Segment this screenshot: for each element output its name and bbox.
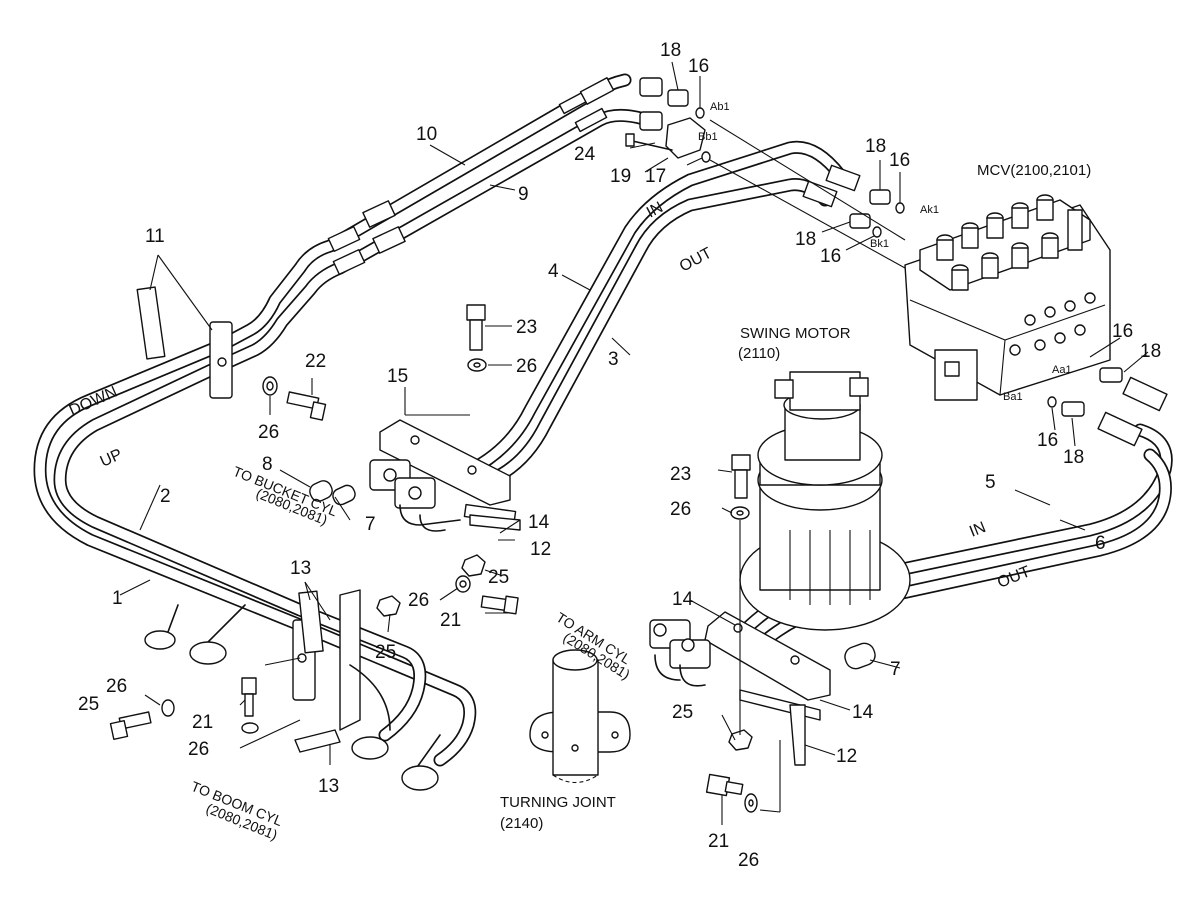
callout-26: 26 [408,590,429,611]
callout-18: 18 [1140,341,1161,362]
callout-26: 26 [258,422,279,443]
callout-25: 25 [488,567,509,588]
callout-5: 5 [985,472,996,493]
swing-motor [739,371,911,631]
callout-16: 16 [889,150,910,171]
callout-21: 21 [440,610,461,631]
hose-fittings [327,77,1168,447]
callout-21: 21 [708,831,729,852]
callout-14: 14 [852,702,874,723]
callout-23: 23 [516,317,537,338]
callout-22: 22 [305,351,326,372]
callout-19: 19 [610,166,631,187]
mcv-valve [904,194,1111,401]
callout-24: 24 [574,144,596,165]
callout-10: 10 [416,124,437,145]
callout-26: 26 [516,356,537,377]
port-labels: Ab1 Bb1 Ak1 Bk1 Aa1 Ba1 [698,101,1072,403]
callout-25: 25 [78,694,99,715]
callout-7: 7 [365,514,376,535]
port-bb1: Bb1 [698,131,718,143]
callout-13: 13 [290,558,311,579]
callout-7: 7 [890,659,901,680]
callout-15: 15 [387,366,408,387]
callout-26: 26 [106,676,127,697]
port-bk1: Bk1 [870,238,889,250]
label-in-top: IN [644,199,666,222]
callout-18: 18 [795,229,816,250]
callout-8: 8 [262,454,273,475]
callout-26: 26 [670,499,691,520]
turning-joint [529,649,631,784]
callout-18: 18 [660,40,681,61]
callout-13: 13 [318,776,339,797]
callout-17: 17 [645,166,666,187]
label-swing-motor: SWING MOTOR [740,325,851,342]
callout-16: 16 [1037,430,1058,451]
leader-lines [119,61,1149,825]
label-turning-joint: TURNING JOINT [500,794,616,811]
callout-16: 16 [688,56,709,77]
label-mcv: MCV(2100,2101) [977,162,1091,179]
callout-1: 1 [112,588,123,609]
callout-25: 25 [672,702,693,723]
callout-14: 14 [528,512,550,533]
callout-16: 16 [1112,321,1133,342]
port-ab1: Ab1 [710,101,730,113]
label-up: UP [98,446,125,471]
label-swing-motor-ref: (2110) [738,345,780,362]
callout-2: 2 [160,486,171,507]
brackets [136,286,876,791]
port-ba1: Ba1 [1003,391,1023,403]
port-ak1: Ak1 [920,204,939,216]
callout-26: 26 [738,850,759,871]
callout-4: 4 [548,261,559,282]
label-out-top: OUT [677,245,715,276]
callout-3: 3 [608,349,619,370]
callout-9: 9 [518,184,529,205]
callout-12: 12 [836,746,857,767]
callout-21: 21 [192,712,213,733]
callout-16: 16 [820,246,841,267]
fasteners [109,304,758,813]
callout-26: 26 [188,739,209,760]
port-aa1: Aa1 [1052,364,1072,376]
callout-11: 11 [145,226,165,247]
label-turning-joint-ref: (2140) [500,815,543,832]
pipe-group [33,73,1173,767]
label-in-right: IN [967,519,988,541]
callout-6: 6 [1095,533,1106,554]
callout-23: 23 [670,464,691,485]
callout-numbers: 1 2 3 4 5 6 7 7 8 9 10 11 12 12 13 13 14… [78,40,1161,871]
callout-14: 14 [672,589,694,610]
callout-12: 12 [530,539,551,560]
callout-18: 18 [1063,447,1084,468]
callout-25: 25 [375,642,396,663]
callout-18: 18 [865,136,886,157]
